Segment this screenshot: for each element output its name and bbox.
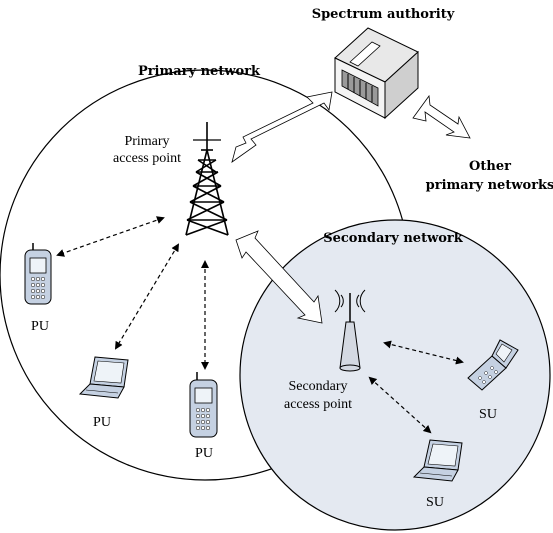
authority-to-other-networks-link xyxy=(412,94,471,139)
link-tower-pu2 xyxy=(114,243,180,350)
secondary-access-point-label-line2: access point xyxy=(284,397,352,412)
su-label: SU xyxy=(479,407,497,422)
pu-phone-icon xyxy=(189,372,218,438)
pu-label: PU xyxy=(93,415,111,430)
secondary-network-area xyxy=(239,219,551,531)
pu-label: PU xyxy=(31,319,49,334)
primary-access-point-tower-icon xyxy=(185,122,229,236)
other-networks-label-line1: Other xyxy=(469,159,511,174)
primary-network-label: Primary network xyxy=(138,64,261,79)
secondary-network-label: Secondary network xyxy=(323,231,464,246)
secondary-access-point-antenna-icon xyxy=(334,289,366,372)
secondary-access-point-label-line1: Secondary xyxy=(288,379,347,394)
pu-laptop-icon xyxy=(78,356,129,399)
primary-access-point-label-line2: access point xyxy=(113,151,181,166)
link-tower-pu1 xyxy=(56,216,165,257)
pu-phone-icon xyxy=(24,243,52,305)
primary-access-point-label-line1: Primary xyxy=(124,134,169,149)
link-sap-su1 xyxy=(383,340,464,365)
spectrum-authority-label: Spectrum authority xyxy=(312,7,455,22)
spectrum-authority-server-icon xyxy=(334,27,419,120)
su-laptop-icon xyxy=(412,439,463,482)
su-flip-phone-icon xyxy=(467,339,519,391)
other-networks-label-line2: primary networks xyxy=(426,178,553,193)
su-label: SU xyxy=(426,495,444,510)
pu-label: PU xyxy=(195,446,213,461)
secondary-to-authority-link xyxy=(235,230,323,324)
primary-to-authority-link xyxy=(231,91,333,163)
